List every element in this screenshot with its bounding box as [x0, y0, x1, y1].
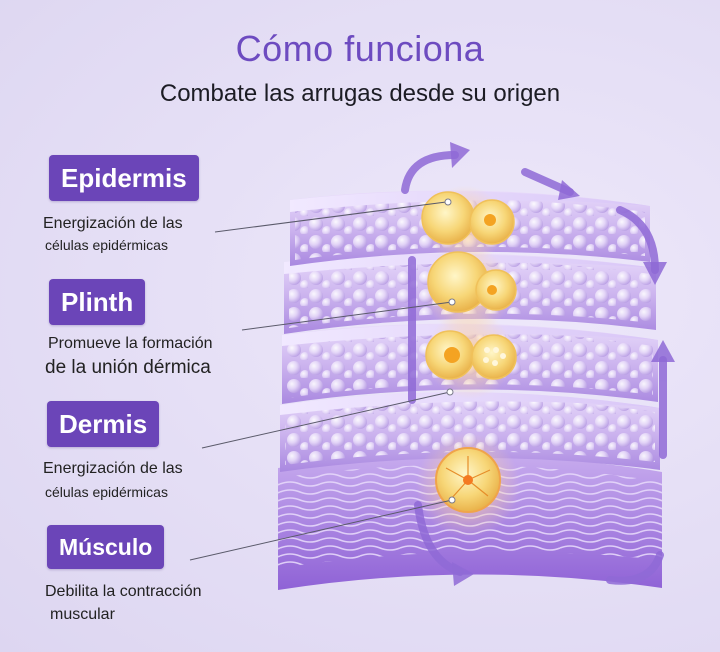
plinth-desc-line2: de la unión dérmica: [45, 357, 211, 379]
dermis-desc-line2: células epidérmicas: [45, 483, 168, 500]
epidermis-desc-line1: Energización de las: [43, 215, 183, 232]
musculo-description: Debilita la contracción muscular: [45, 580, 202, 626]
dermis-badge: Dermis: [47, 401, 160, 447]
musculo-badge: Músculo: [47, 525, 165, 569]
epidermis-desc-line2: células epidérmicas: [45, 237, 168, 254]
plinth-badge: Plinth: [49, 279, 146, 325]
plinth-desc-line1: Promueve la formación: [48, 335, 213, 352]
page-title: Cómo funciona: [235, 28, 485, 69]
dermis-desc-line1: Energización de las: [43, 460, 183, 477]
musculo-desc-line2: muscular: [50, 606, 115, 624]
epidermis-description: Energización de las células epidérmicas: [43, 212, 183, 255]
epidermis-badge: Epidermis: [49, 155, 199, 201]
plinth-description: Promueve la formación de la unión dérmic…: [45, 333, 213, 382]
dermis-description: Energización de las células epidérmicas: [43, 457, 183, 503]
musculo-desc-line1: Debilita la contracción: [45, 583, 202, 600]
page-subtitle: Combate las arrugas desde su origen: [159, 80, 561, 107]
connector-lines: [189, 201, 453, 561]
